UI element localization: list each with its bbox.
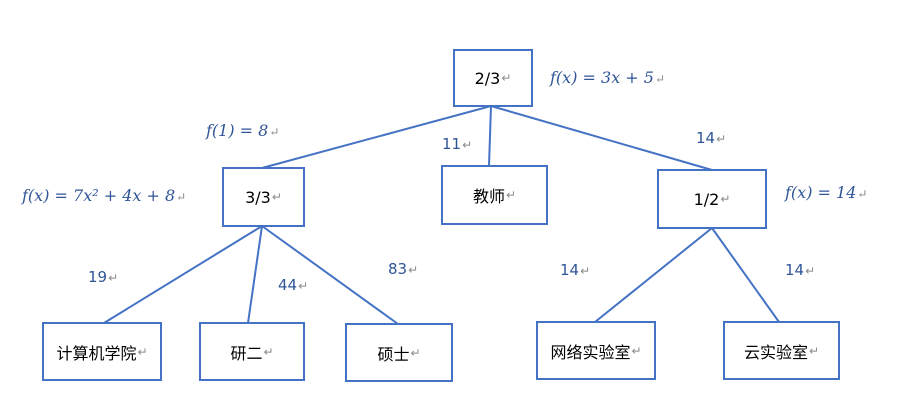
edge-right-leaf5 [711, 227, 780, 323]
leaf-node-4: 网络实验室↵ [536, 321, 656, 380]
edge-root-right [490, 105, 713, 171]
leaf-node-4-label: 网络实验室 [550, 342, 631, 362]
leaf-node-2-label: 研二 [230, 343, 263, 363]
mid-right-node-label: 1/2 [693, 189, 720, 209]
leaf-node-2: 研二↵ [199, 322, 305, 381]
edge-left-leaf1 [103, 225, 263, 324]
mid-center-node-label: 教师 [472, 187, 505, 206]
formula-root-to-left: f(1) = 8↵ [206, 121, 280, 140]
leaf-node-3: 硕士↵ [345, 323, 453, 382]
mid-left-node: 3/3↵ [222, 167, 305, 227]
mid-left-node-label: 3/3 [245, 187, 271, 207]
edge-label-root-center: 11↵ [442, 135, 473, 153]
edge-label-right-leaf4: 14↵ [560, 261, 591, 279]
formula-mid-right: f(x) = 14↵ [785, 183, 868, 202]
leaf-node-5: 云实验室↵ [723, 321, 840, 380]
edge-label-root-right: 14↵ [696, 129, 727, 147]
edge-left-leaf2 [247, 225, 263, 324]
edge-left-leaf3 [261, 225, 399, 325]
edge-label-left-leaf3: 83↵ [388, 260, 419, 278]
edge-label-right-leaf5: 14↵ [785, 261, 816, 279]
root-node: 2/3↵ [453, 49, 533, 107]
root-node-label: 2/3 [474, 68, 501, 88]
edge-root-center [488, 105, 492, 167]
mid-right-node: 1/2↵ [657, 169, 767, 229]
leaf-node-3-label: 硕士 [377, 344, 410, 364]
leaf-node-1: 计算机学院↵ [42, 322, 162, 381]
edge-right-leaf4 [594, 227, 713, 323]
mid-center-node: 教师↵ [441, 165, 548, 225]
edge-root-left [261, 105, 492, 169]
edge-label-left-leaf1: 19↵ [88, 268, 119, 286]
formula-mid-left: f(x) = 7x² + 4x + 8↵ [22, 186, 187, 205]
leaf-node-5-label: 云实验室 [743, 342, 808, 362]
edge-label-left-leaf2: 44↵ [278, 276, 309, 294]
formula-root: f(x) = 3x + 5↵ [550, 68, 666, 87]
leaf-node-1-label: 计算机学院 [56, 343, 137, 363]
